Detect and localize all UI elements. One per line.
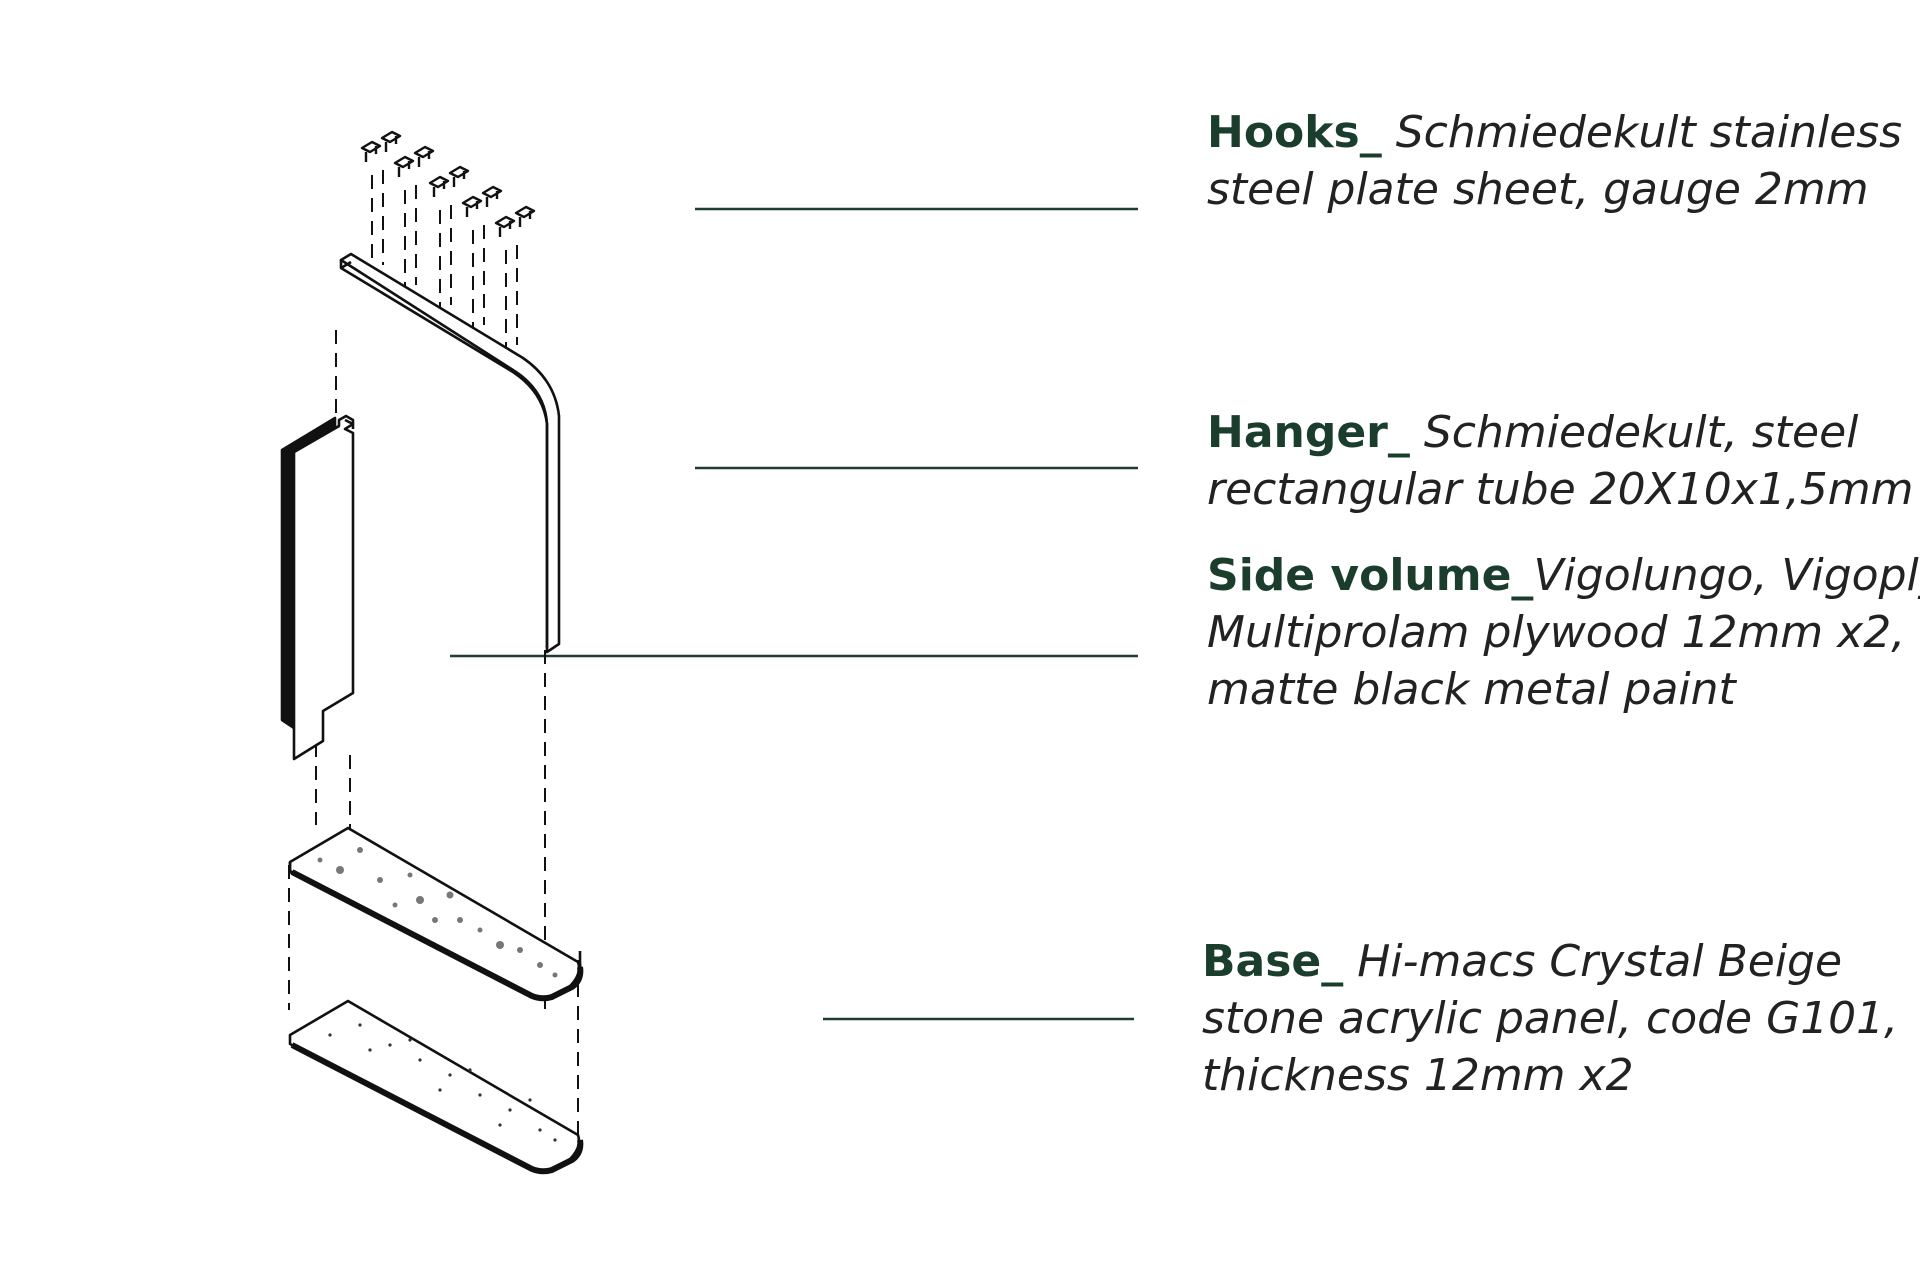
- label-hooks-line2: steel plate sheet, gauge 2mm: [1207, 164, 1869, 215]
- hook-icon: [393, 145, 435, 177]
- side-volume-drawing: [280, 414, 355, 761]
- label-base: Base_ Hi-macs Crystal Beige stone acryli…: [1202, 933, 1898, 1104]
- base-top-panel-drawing: [288, 826, 584, 1002]
- label-hanger-line1: Schmiedekult, steel: [1409, 407, 1859, 458]
- label-side-volume-line1: Vigolungo, Vigoply: [1533, 550, 1920, 601]
- label-hanger-line2: rectangular tube 20X10x1,5mm: [1207, 464, 1914, 515]
- label-side-volume-line2: Multiprolam plywood 12mm x2,: [1207, 607, 1906, 658]
- hook-icon: [360, 130, 402, 162]
- hook-icon: [461, 185, 503, 217]
- label-side-volume: Side volume_Vigolungo, Vigoply Multiprol…: [1207, 547, 1920, 718]
- label-base-line1: Hi-macs Crystal Beige: [1343, 936, 1843, 987]
- label-base-heading: Base_: [1202, 936, 1344, 987]
- label-hanger-heading: Hanger_: [1207, 407, 1410, 458]
- label-side-volume-heading: Side volume_: [1207, 550, 1534, 601]
- label-hooks-heading: Hooks_: [1207, 107, 1382, 158]
- hanger-drawing: [339, 252, 561, 654]
- hook-icon: [494, 205, 536, 237]
- label-side-volume-line3: matte black metal paint: [1207, 664, 1736, 715]
- label-base-line2: stone acrylic panel, code G101,: [1202, 993, 1899, 1044]
- hook-icon: [428, 165, 470, 197]
- label-hooks-line1: Schmiedekult stainless: [1381, 107, 1903, 158]
- label-base-line3: thickness 12mm x2: [1202, 1050, 1634, 1101]
- label-hanger: Hanger_ Schmiedekult, steel rectangular …: [1207, 404, 1914, 518]
- leader-lines: [450, 207, 1138, 1021]
- hooks-drawing: [360, 130, 536, 237]
- base-bottom-panel-drawing: [288, 999, 584, 1175]
- label-hooks: Hooks_ Schmiedekult stainless steel plat…: [1207, 104, 1902, 218]
